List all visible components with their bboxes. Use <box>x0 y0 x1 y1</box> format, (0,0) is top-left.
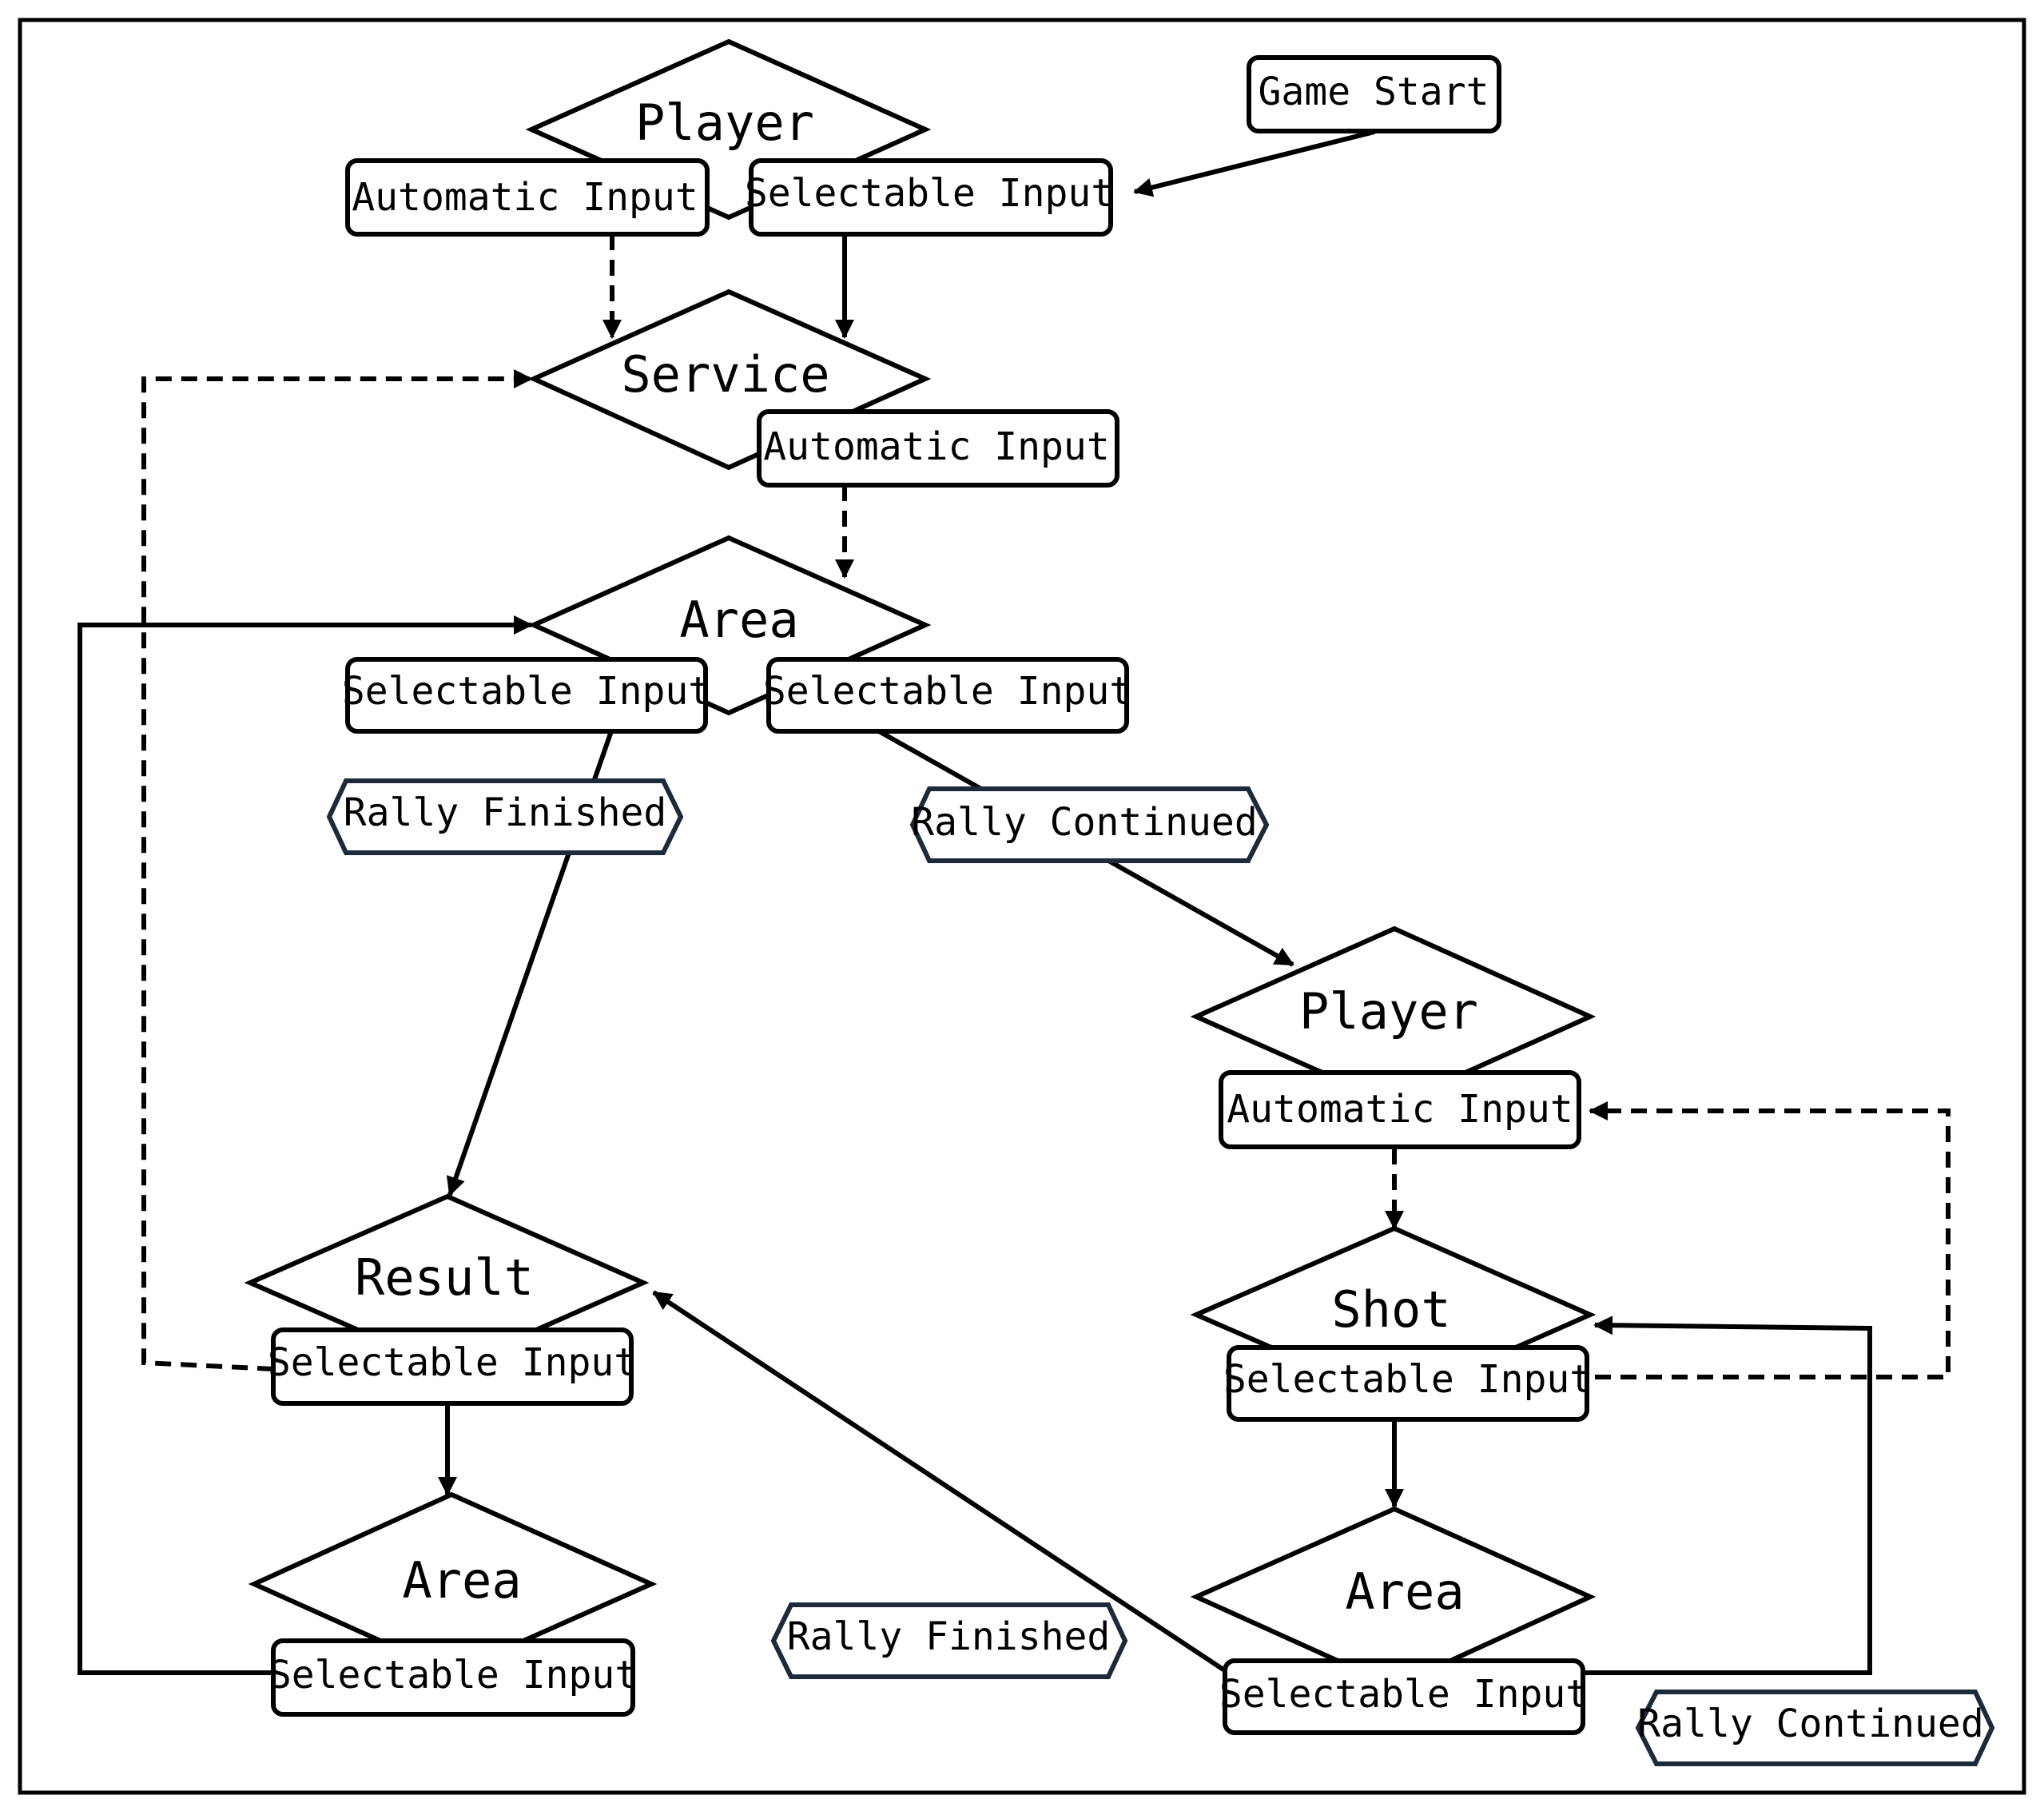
rally-finished-bottom-shape <box>770 1602 1128 1679</box>
edge-gamestart-to-player <box>1133 129 1375 197</box>
edge-shot-loop-to-player <box>1589 1101 1951 1379</box>
player-right-title: Player <box>1299 982 1478 1041</box>
shot-node: Shot Selectable Input <box>1190 1225 1597 1422</box>
rally-finished-top-shape <box>326 778 684 855</box>
rally-continued-top-shape <box>909 786 1270 863</box>
edge-area-bottom-left-loop-to-area <box>78 615 533 1675</box>
player-top-title: Player <box>635 94 814 152</box>
player-right-input: Automatic Input <box>1227 1087 1573 1132</box>
rally-continued-top-label: Rally Continued <box>911 800 1257 845</box>
condition-rally-finished-top: Rally Finished <box>326 778 684 855</box>
rally-finished-bottom-label: Rally Finished <box>787 1614 1111 1659</box>
shot-input: Selectable Input <box>1223 1357 1593 1402</box>
game-start-label: Game Start <box>1259 70 1489 114</box>
game-start-node: Game Start <box>1247 55 1501 133</box>
service-node: Service Automatic Input <box>527 289 1119 488</box>
rally-continued-bottom-shape <box>1635 1690 1995 1766</box>
area-bottom-left-node: Area Selectable Input <box>248 1491 658 1717</box>
area-top-input-right: Selectable Input <box>763 669 1132 714</box>
player-top-input-right: Selectable Input <box>745 171 1114 216</box>
result-title: Result <box>355 1248 534 1307</box>
player-right-node: Player Automatic Input <box>1190 925 1597 1149</box>
condition-rally-continued-top: Rally Continued <box>909 786 1270 863</box>
result-node: Result Selectable Input <box>244 1193 650 1406</box>
condition-rally-finished-bottom: Rally Finished <box>770 1602 1128 1679</box>
area-top-input-left: Selectable Input <box>342 669 711 714</box>
shot-title: Shot <box>1331 1280 1450 1339</box>
edge-area-bottom-right-to-result <box>652 1290 1230 1675</box>
area-bottom-right-diamond <box>1190 1506 1597 1690</box>
area-bottom-left-input: Selectable Input <box>268 1653 638 1698</box>
edge-area-bottom-right-to-shot <box>1582 1315 1872 1675</box>
rally-continued-bottom-label: Rally Continued <box>1637 1702 1983 1746</box>
player-top-node: Player Automatic Input Selectable Input <box>345 38 1114 237</box>
result-input: Selectable Input <box>268 1340 637 1385</box>
rally-finished-top-label: Rally Finished <box>344 790 667 835</box>
area-bottom-right-node: Area Selectable Input <box>1190 1506 1597 1735</box>
area-bottom-right-input: Selectable Input <box>1219 1672 1589 1717</box>
condition-rally-continued-bottom: Rally Continued <box>1635 1690 1995 1766</box>
service-input: Automatic Input <box>763 424 1109 469</box>
outer-frame <box>18 18 2026 1795</box>
service-diamond <box>527 289 932 471</box>
edges <box>78 129 1951 1675</box>
player-top-input-left: Automatic Input <box>352 175 698 220</box>
area-top-title: Area <box>679 591 798 649</box>
service-title: Service <box>621 345 829 404</box>
area-bottom-left-title: Area <box>402 1551 521 1610</box>
area-bottom-right-title: Area <box>1345 1562 1464 1621</box>
area-top-node: Area Selectable Input Selectable Input <box>342 535 1132 734</box>
edge-result-loop-to-service <box>141 369 533 1371</box>
